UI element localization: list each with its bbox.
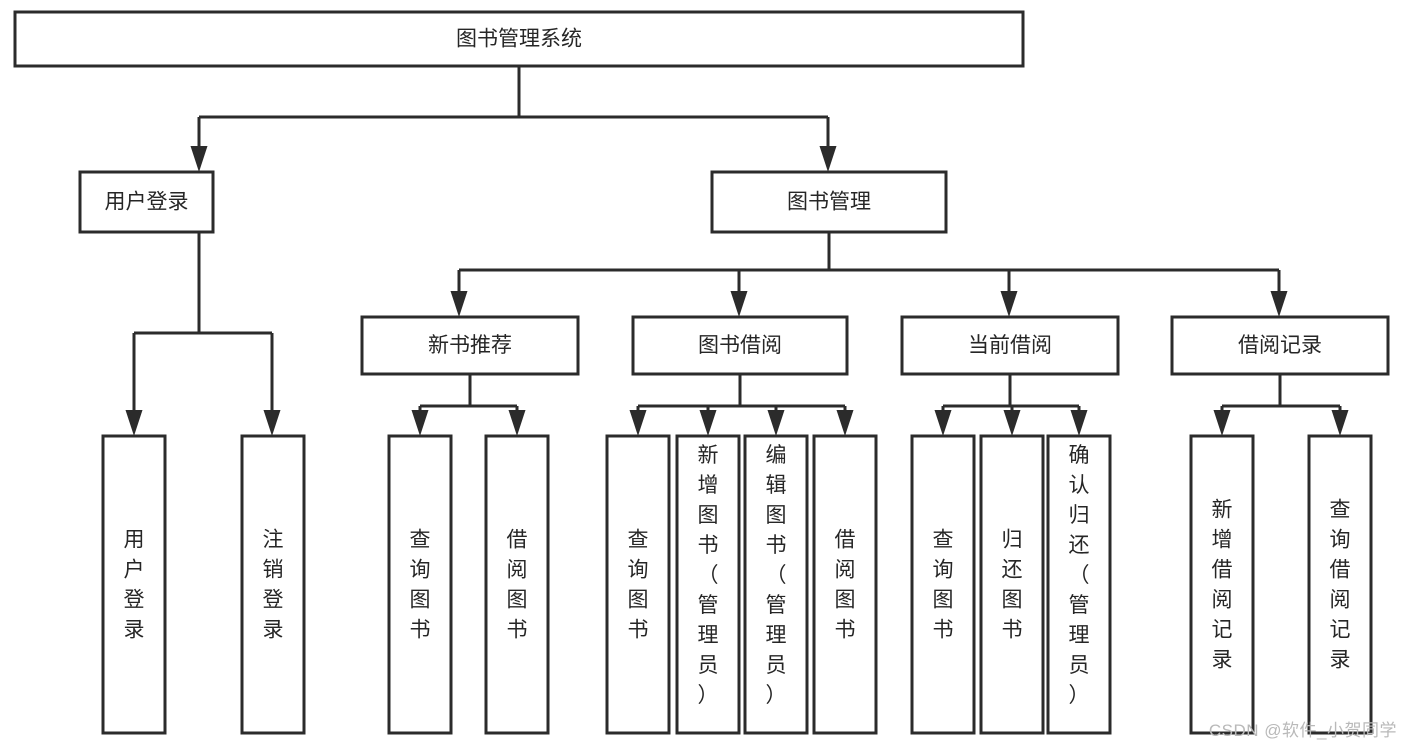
node-leaf-query-book-1[interactable]: 查询图书 [387, 434, 453, 735]
watermark-label: CSDN @软件_小贺同学 [1208, 721, 1397, 740]
nodes-layer: 图书管理系统用户登录图书管理新书推荐图书借阅当前借阅借阅记录用户登录注销登录查询… [13, 10, 1390, 735]
connector-group-borrow-record [1213, 374, 1349, 436]
node-box[interactable] [979, 434, 1045, 735]
node-box[interactable] [240, 434, 306, 735]
node-label: 新增图书（管理员） [698, 444, 719, 707]
node-label: 借阅图书 [507, 529, 528, 642]
node-user-login[interactable]: 用户登录 [78, 170, 215, 234]
arrow-head-icon [767, 410, 785, 436]
node-label: 用户登录 [124, 529, 145, 642]
node-label: 归还图书 [1002, 529, 1023, 642]
node-box[interactable] [360, 315, 580, 376]
node-box[interactable] [1170, 315, 1390, 376]
node-box[interactable] [484, 434, 550, 735]
arrow-head-icon [125, 410, 143, 436]
node-label: 查询图书 [628, 529, 649, 642]
connector-group-book-borrow [629, 374, 854, 436]
node-label: 查询借阅记录 [1330, 499, 1351, 672]
arrow-head-icon [1003, 410, 1021, 436]
node-book-manage[interactable]: 图书管理 [710, 170, 948, 234]
node-box[interactable] [387, 434, 453, 735]
node-label: 注销登录 [263, 529, 284, 642]
arrow-head-icon [450, 291, 468, 317]
node-box[interactable] [812, 434, 878, 735]
arrow-head-icon [1000, 291, 1018, 317]
arrow-head-icon [411, 410, 429, 436]
arrow-head-icon [934, 410, 952, 436]
node-box[interactable] [743, 434, 809, 735]
node-box[interactable] [78, 170, 215, 234]
arrow-head-icon [699, 410, 717, 436]
node-leaf-borrow-book-1[interactable]: 借阅图书 [484, 434, 550, 735]
node-leaf-edit-book[interactable]: 编辑图书（管理员） [743, 434, 809, 735]
node-box[interactable] [631, 315, 849, 376]
arrow-head-icon [508, 410, 526, 436]
connector-group-root [190, 66, 837, 172]
node-label: 确认归还（管理员） [1069, 444, 1090, 707]
node-box[interactable] [900, 315, 1120, 376]
node-leaf-confirm-return[interactable]: 确认归还（管理员） [1046, 434, 1112, 735]
connector-group-book-manage [450, 232, 1288, 317]
node-leaf-query-book-3[interactable]: 查询图书 [910, 434, 976, 735]
node-box[interactable] [675, 434, 741, 735]
node-leaf-add-book[interactable]: 新增图书（管理员） [675, 434, 741, 735]
node-label: 当前借阅 [968, 334, 1052, 357]
node-leaf-user-login[interactable]: 用户登录 [101, 434, 167, 735]
node-box[interactable] [1046, 434, 1112, 735]
node-label: 查询图书 [410, 529, 431, 642]
node-leaf-query-record[interactable]: 查询借阅记录 [1307, 434, 1373, 735]
node-label: 编辑图书（管理员） [766, 444, 787, 707]
node-leaf-borrow-book-2[interactable]: 借阅图书 [812, 434, 878, 735]
node-box[interactable] [1307, 434, 1373, 735]
connector-group-current-borrow [934, 374, 1088, 436]
arrow-head-icon [1213, 410, 1231, 436]
node-label: 图书管理 [787, 191, 871, 214]
node-label: 查询图书 [933, 529, 954, 642]
node-leaf-return-book[interactable]: 归还图书 [979, 434, 1045, 735]
arrow-head-icon [190, 146, 208, 172]
node-book-borrow[interactable]: 图书借阅 [631, 315, 849, 376]
node-leaf-user-logout[interactable]: 注销登录 [240, 434, 306, 735]
connectors-layer [125, 66, 1349, 436]
node-label: 用户登录 [105, 191, 189, 214]
node-box[interactable] [710, 170, 948, 234]
node-label: 借阅图书 [835, 529, 856, 642]
arrow-head-icon [263, 410, 281, 436]
node-label: 图书管理系统 [456, 28, 582, 51]
node-leaf-add-record[interactable]: 新增借阅记录 [1189, 434, 1255, 735]
node-box[interactable] [13, 10, 1025, 68]
arrow-head-icon [1331, 410, 1349, 436]
arrow-head-icon [730, 291, 748, 317]
node-label: 借阅记录 [1238, 334, 1322, 357]
arrow-head-icon [629, 410, 647, 436]
node-box[interactable] [101, 434, 167, 735]
arrow-head-icon [819, 146, 837, 172]
arrow-head-icon [1270, 291, 1288, 317]
node-label: 图书借阅 [698, 334, 782, 357]
connector-group-user-login [125, 232, 281, 436]
node-borrow-record[interactable]: 借阅记录 [1170, 315, 1390, 376]
node-box[interactable] [910, 434, 976, 735]
node-box[interactable] [1189, 434, 1255, 735]
node-new-book-rec[interactable]: 新书推荐 [360, 315, 580, 376]
node-current-borrow[interactable]: 当前借阅 [900, 315, 1120, 376]
node-label: 新书推荐 [428, 334, 512, 357]
node-root[interactable]: 图书管理系统 [13, 10, 1025, 68]
connector-group-new-book-rec [411, 374, 526, 436]
node-label: 新增借阅记录 [1212, 499, 1233, 672]
arrow-head-icon [836, 410, 854, 436]
node-box[interactable] [605, 434, 671, 735]
node-leaf-query-book-2[interactable]: 查询图书 [605, 434, 671, 735]
arrow-head-icon [1070, 410, 1088, 436]
